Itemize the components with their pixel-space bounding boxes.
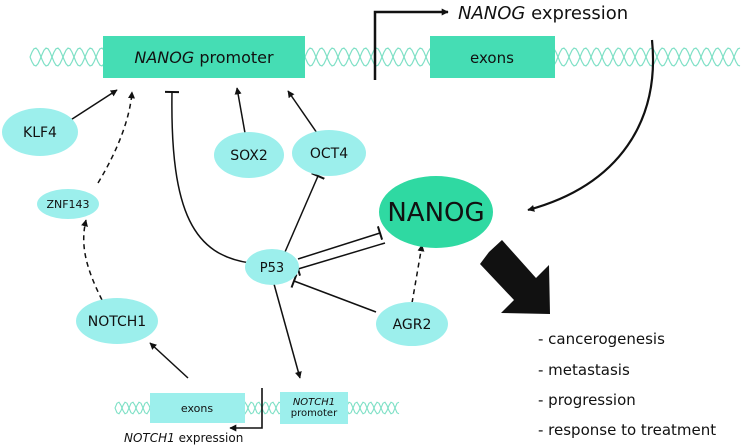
expression-to-nanog-arrow [527,39,655,212]
p53-to-notch1-promoter-arrow [273,283,302,379]
notch1-to-znf143-arrow [81,219,103,301]
znf143-node: ZNF143 [37,189,99,219]
nanog-label: NANOG [387,198,484,228]
klf4-label: KLF4 [23,125,57,141]
outcome-item: - progression [538,391,636,409]
notch1-promoter-box [280,392,348,424]
agr2-to-nanog-arrow [411,244,425,304]
p53-inhibits-promoter [164,90,251,264]
notch1-exons-box [150,393,245,423]
notch1-node: NOTCH1 [76,298,158,344]
notch1-promoter-gene: NOTCH1 [293,397,335,408]
nanog-exons-box [430,36,555,78]
nanog-exons-label: exons [470,49,514,67]
nanog-promoter-label: NANOG promoter [134,48,274,67]
outcome-item: - response to treatment [538,421,716,439]
nanog-expression-label: NANOG expression [458,3,628,24]
sox2-to-promoter-arrow [234,87,246,134]
p53-label: P53 [260,261,284,276]
agr2-inhibits-p53 [290,274,377,313]
agr2-node: AGR2 [376,302,448,346]
nanog-promoter-box [103,36,305,78]
oct4-node: OCT4 [292,130,366,176]
sox2-label: SOX2 [230,148,268,164]
outcomes-list: - cancerogenesis - metastasis - progress… [538,330,716,439]
notch1-expression-label: NOTCH1 expression [124,431,243,445]
notch1-exons-label: exons [181,402,213,415]
nanog-transcription-arrow [373,8,449,80]
notch1-label: NOTCH1 [88,314,146,330]
p53-inhibits-nanog [297,226,384,260]
nanog-inhibits-p53 [295,242,386,276]
notch1-expression-to-notch1-arrow [149,342,189,379]
p53-node: P53 [245,249,299,285]
agr2-label: AGR2 [393,317,432,333]
notch1-promoter-word: promoter [291,408,338,419]
nanog-outcome-arrow [480,240,550,314]
sox2-node: SOX2 [214,132,284,178]
outcome-item: - metastasis [538,361,630,379]
znf143-label: ZNF143 [46,198,89,211]
klf4-node: KLF4 [2,108,78,156]
oct4-label: OCT4 [310,146,348,162]
notch1-transcription-arrow [229,388,263,432]
oct4-to-promoter-arrow [287,90,318,134]
p53-inhibits-oct4 [284,172,325,253]
outcome-item: - cancerogenesis [538,330,665,348]
znf143-to-promoter-arrow [97,91,136,184]
klf4-to-promoter-arrow [65,89,118,124]
nanog-node: NANOG [379,176,493,248]
